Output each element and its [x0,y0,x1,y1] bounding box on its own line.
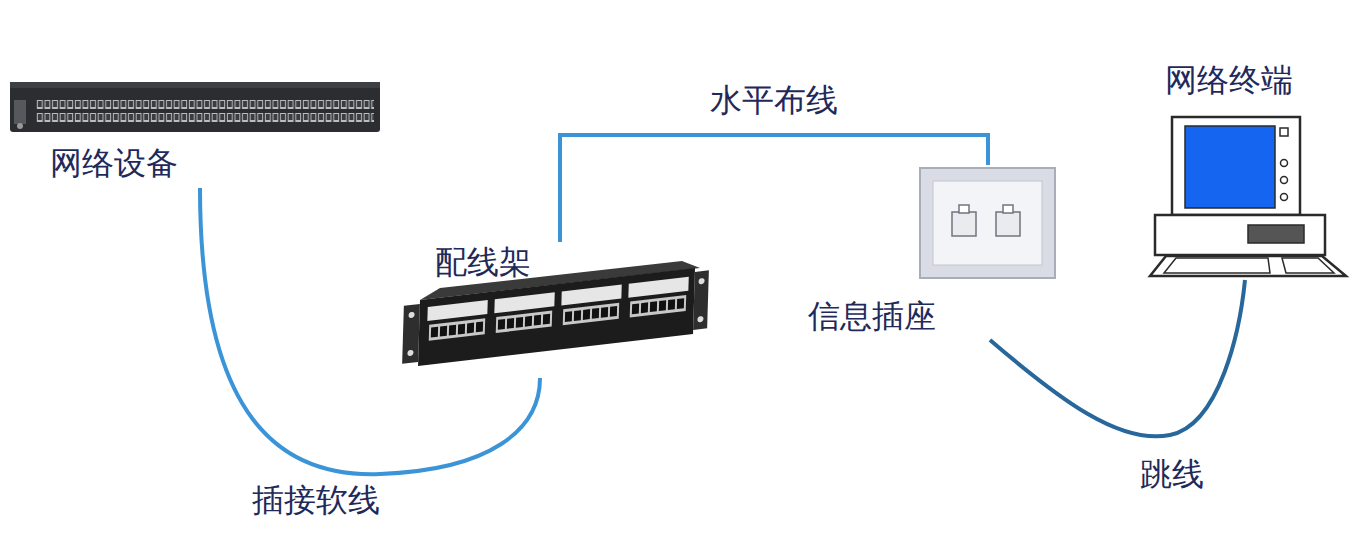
device-node: 信息插座 [805,165,1060,340]
cable-label: 跳线 [1138,456,1206,492]
cable-label: 水平布线 [708,82,840,118]
cable-line [990,280,1245,436]
device-label: 配线架 [435,244,531,280]
cable-label: 插接软线 [250,482,382,518]
switch-illustration [10,82,380,132]
device-label: 信息插座 [808,298,936,334]
device-node: 配线架 [395,242,705,378]
computer-illustration [1150,117,1346,276]
device-label: 网络终端 [1165,62,1293,98]
device-node: 网络终端 [1145,58,1335,280]
device-node: 网络设备 [8,78,386,188]
device-label: 网络设备 [50,145,178,181]
socket-illustration [920,168,1055,278]
